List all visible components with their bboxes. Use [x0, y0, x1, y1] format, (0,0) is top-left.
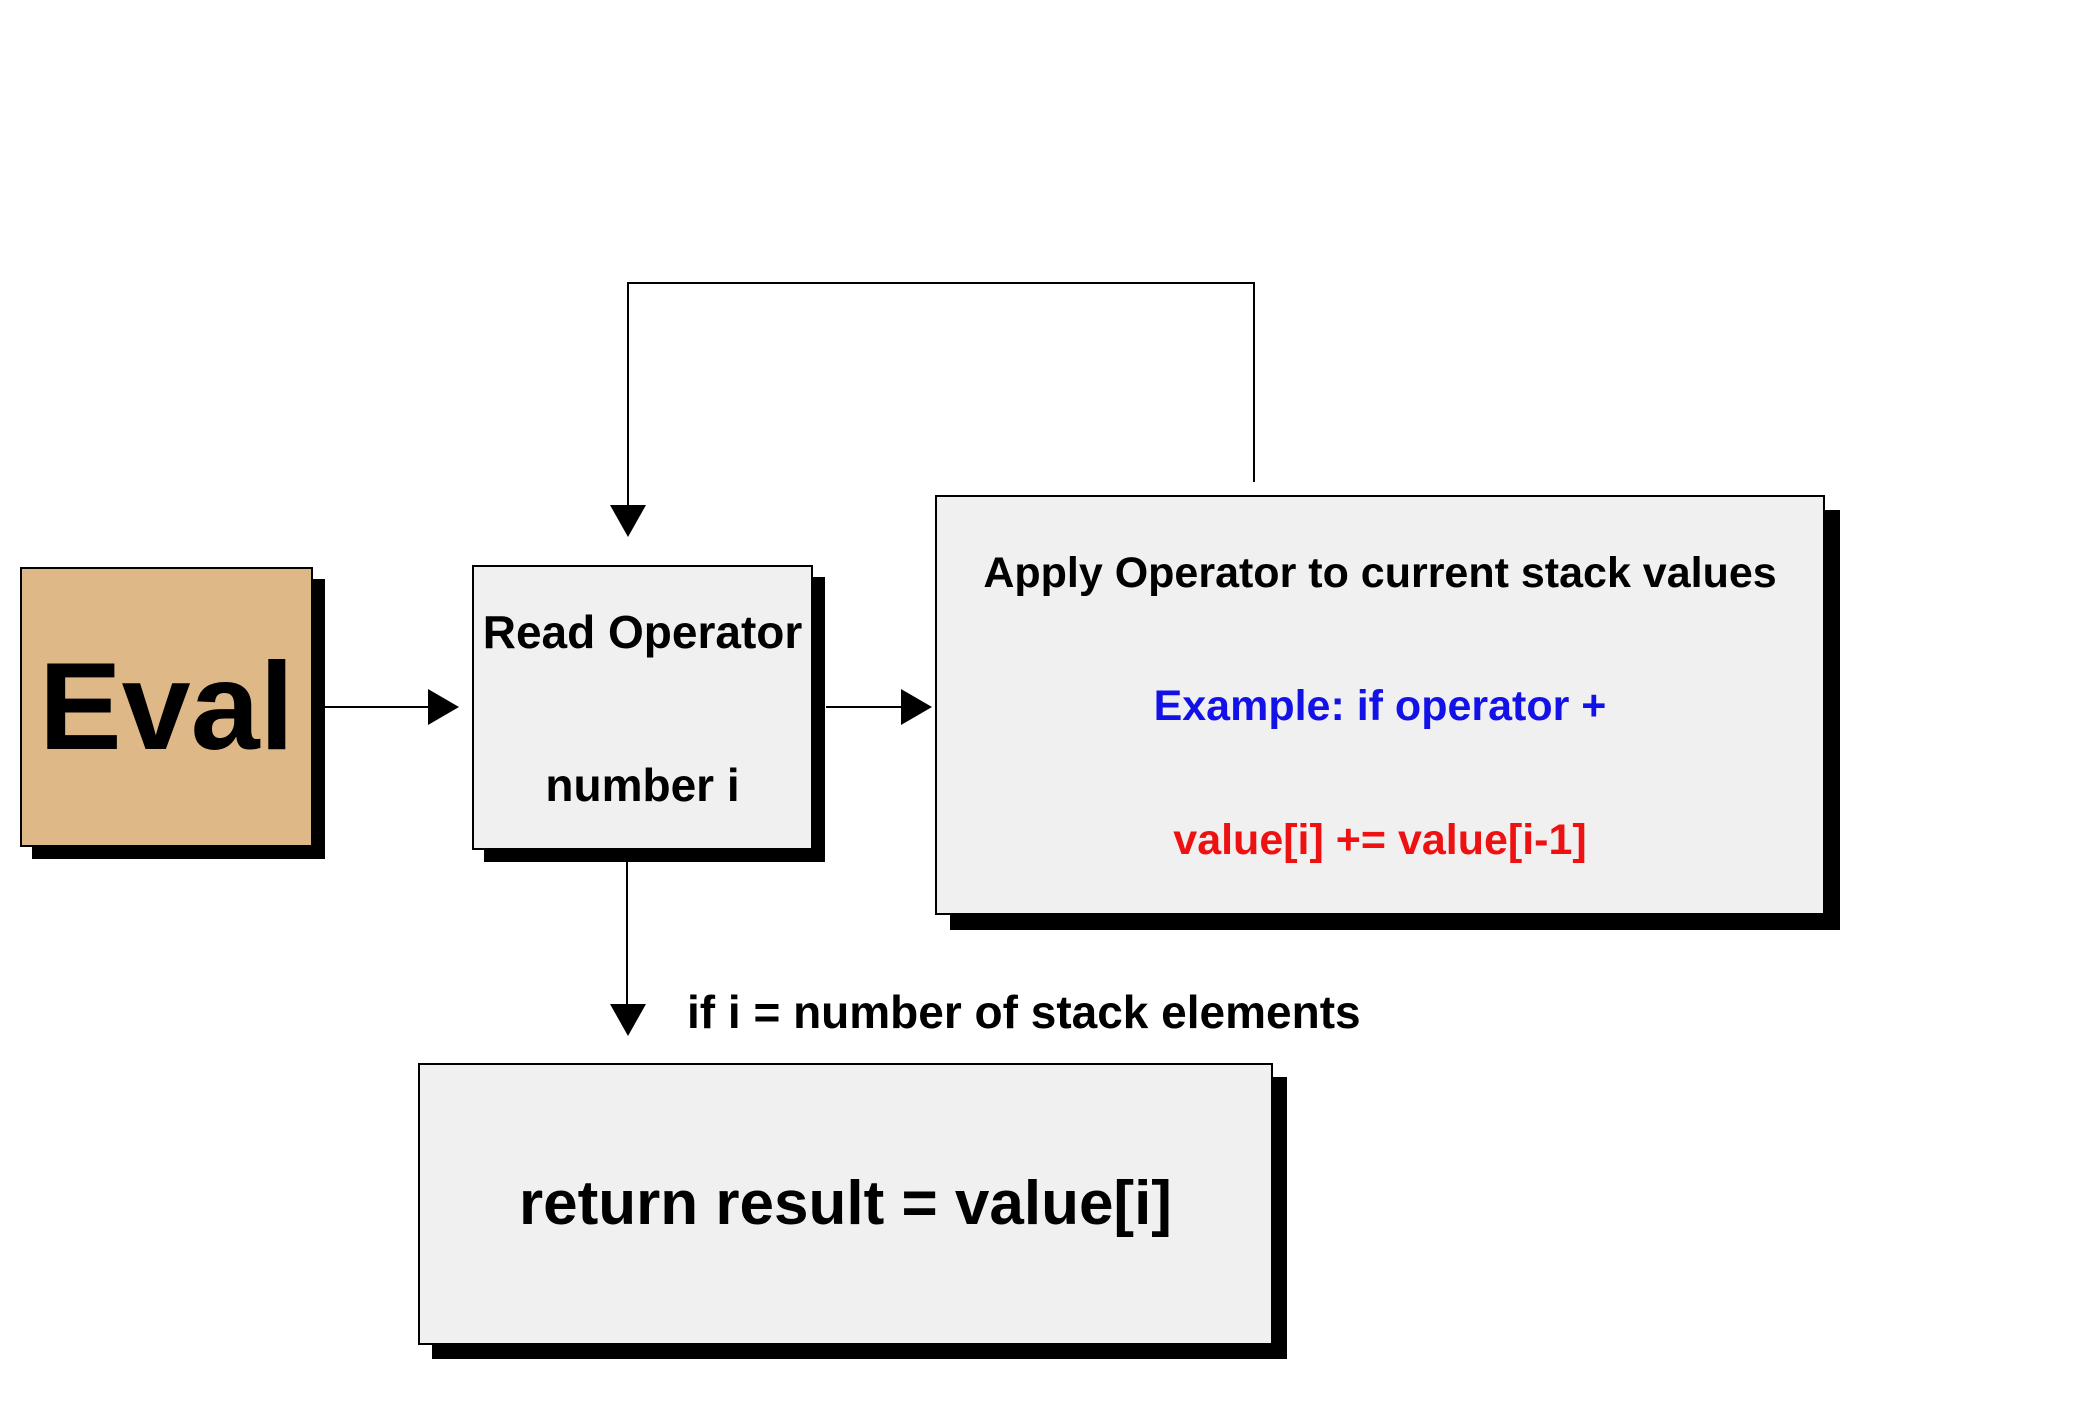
- edge-read-to-return-line: [626, 860, 628, 1006]
- node-apply-operator-title: Apply Operator to current stack values: [983, 549, 1777, 598]
- node-read-operator: Read Operator number i: [472, 565, 813, 850]
- loop-arrowhead-down-icon: [610, 505, 646, 537]
- condition-label: if i = number of stack elements: [687, 986, 1361, 1038]
- edge-eval-to-read-arrowhead-icon: [428, 689, 459, 725]
- node-eval: Eval: [20, 567, 313, 847]
- edge-eval-to-read-line: [320, 706, 430, 708]
- node-apply-operator-example: Example: if operator +: [1153, 682, 1607, 731]
- node-apply-operator: Apply Operator to current stack values E…: [935, 495, 1825, 915]
- edge-read-to-apply-line: [826, 706, 904, 708]
- node-apply-operator-code: value[i] += value[i-1]: [1173, 815, 1587, 864]
- node-read-operator-line1: Read Operator: [482, 606, 803, 658]
- node-eval-label: Eval: [38, 638, 295, 776]
- edge-read-to-return-arrowhead-icon: [610, 1004, 646, 1036]
- node-read-operator-line2: number i: [545, 759, 740, 811]
- loop-edge-left-segment: [627, 282, 629, 507]
- edge-read-to-apply-arrowhead-icon: [901, 689, 932, 725]
- node-return-result: return result = value[i]: [418, 1063, 1273, 1345]
- node-return-result-label: return result = value[i]: [519, 1169, 1172, 1238]
- loop-edge-right-segment: [1253, 282, 1255, 482]
- loop-edge-top-segment: [627, 282, 1255, 284]
